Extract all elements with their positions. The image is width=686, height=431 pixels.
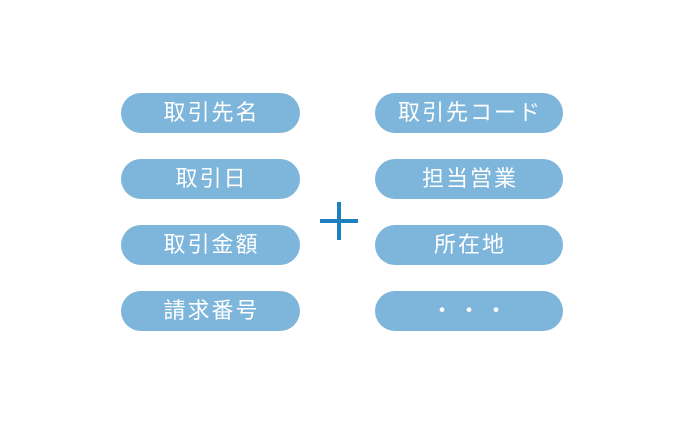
field-pill-label: ・・・	[430, 298, 512, 323]
field-pill-seikyubango: 請求番号	[121, 291, 300, 331]
field-pill-label: 取引日	[175, 166, 248, 191]
field-pill-label: 取引金額	[163, 232, 260, 257]
field-pill-ellipsis: ・・・	[375, 291, 563, 331]
left-column: 取引先名 取引日 取引金額 請求番号	[121, 93, 300, 357]
field-pill-label: 所在地	[433, 232, 506, 257]
field-pill-tantoeigyo: 担当営業	[375, 159, 563, 199]
field-pill-torihikisaki-code: 取引先コード	[375, 93, 563, 133]
field-pill-torihikibi: 取引日	[121, 159, 300, 199]
field-pill-label: 取引先名	[163, 100, 260, 125]
field-pill-torihikikingaku: 取引金額	[121, 225, 300, 265]
plus-icon	[320, 202, 358, 240]
plus-icon-vertical-bar	[337, 202, 341, 240]
right-column: 取引先コード 担当営業 所在地 ・・・	[375, 93, 563, 357]
field-pill-shozaichi: 所在地	[375, 225, 563, 265]
field-pill-label: 取引先コード	[397, 100, 542, 125]
field-pill-label: 担当営業	[421, 166, 518, 191]
field-pill-label: 請求番号	[163, 298, 260, 323]
field-pill-torihikisakimei: 取引先名	[121, 93, 300, 133]
